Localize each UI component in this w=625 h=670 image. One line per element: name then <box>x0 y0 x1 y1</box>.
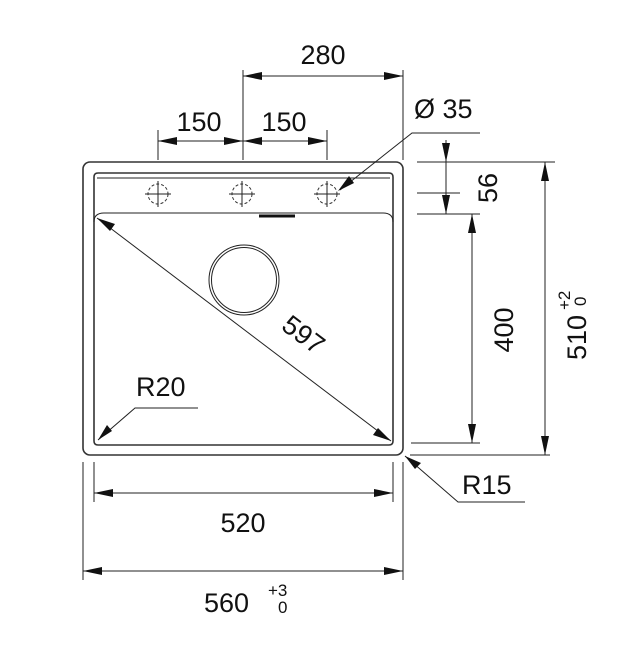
ledge-depth-label: 56 <box>473 173 503 203</box>
hole-diameter-label: Ø 35 <box>414 94 473 124</box>
tap-hole-right <box>314 181 340 207</box>
diagonal-label: 597 <box>276 309 330 360</box>
dim-510: 510 +2 0 <box>410 162 592 456</box>
outer-radius-label: R15 <box>462 470 512 500</box>
dim-150: 150 150 <box>157 107 328 160</box>
hole-spacing-right-label: 150 <box>261 107 306 137</box>
dim-bowl-radius: R20 <box>97 372 198 441</box>
bowl-width-label: 520 <box>220 508 265 538</box>
tap-hole-center <box>229 181 255 207</box>
overall-width-tol-minus: 0 <box>278 598 287 617</box>
bowl-radius-label: R20 <box>136 372 186 402</box>
drain-icon <box>208 244 280 316</box>
dim-56: 56 <box>417 140 555 215</box>
hole-spacing-total-label: 280 <box>300 40 345 70</box>
overall-depth-label: 510 <box>562 315 592 360</box>
sink-outline <box>82 161 404 456</box>
dim-hole-diameter: Ø 35 <box>338 94 480 191</box>
tap-holes <box>145 181 340 207</box>
dim-400: 400 <box>411 214 519 444</box>
overall-width-tol-plus: +3 <box>268 581 287 600</box>
overall-width-label: 560 <box>204 588 249 618</box>
dim-560: 560 +3 0 <box>82 462 404 618</box>
dim-520: 520 <box>93 462 394 538</box>
overall-depth-tol-plus: +2 <box>555 291 574 310</box>
dim-280: 280 <box>242 40 404 160</box>
hole-spacing-left-label: 150 <box>176 107 221 137</box>
overall-depth-tol-minus: 0 <box>571 297 590 306</box>
bowl-depth-label: 400 <box>489 307 519 352</box>
tap-hole-left <box>145 181 171 207</box>
dim-outer-radius: R15 <box>404 455 525 503</box>
